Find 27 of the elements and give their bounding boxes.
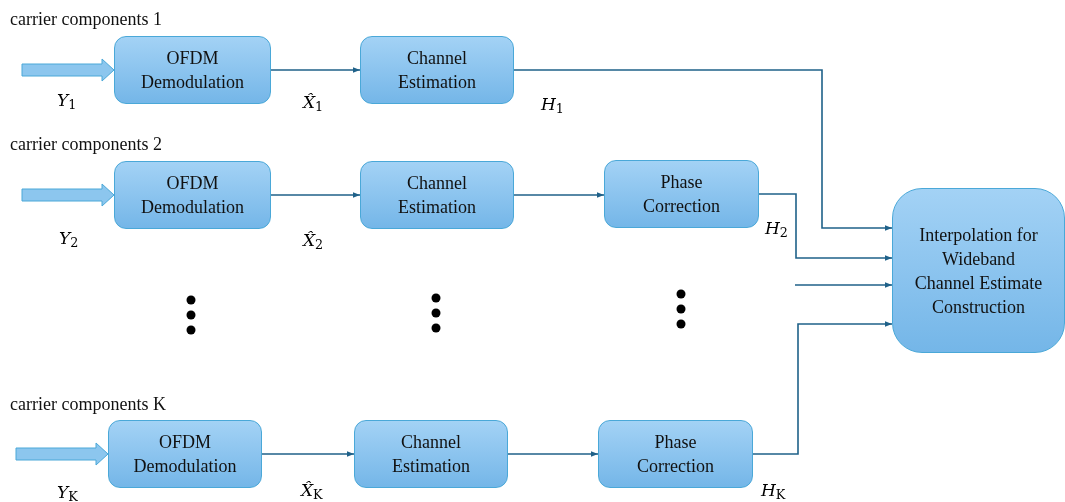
arrow [261,451,355,457]
process-box: Phase Correction [598,420,753,488]
arrow [513,69,893,231]
edge-label: X̂$_{K}$ [300,480,324,500]
block-arrow [21,58,115,82]
process-box: OFDM Demodulation [114,161,271,229]
process-box: OFDM Demodulation [114,36,271,104]
process-box: Channel Estimation [360,36,514,104]
edge-label: X̂$_{1}$ [302,92,325,112]
arrow [758,193,893,261]
process-box: OFDM Demodulation [108,420,262,488]
arrow [513,192,605,198]
process-box: Channel Estimation [360,161,514,229]
process-box: Channel Estimation [354,420,508,488]
process-box: Interpolation for Wideband Channel Estimate Construction [892,188,1065,353]
block-arrow [15,442,109,466]
block-arrow [21,183,115,207]
arrow [270,67,361,73]
process-box: Phase Correction [604,160,759,228]
row-title: carrier components 2 [10,133,162,155]
arrow [794,282,893,288]
row-title: carrier components K [10,393,166,415]
arrow [507,451,599,457]
arrow [752,321,893,455]
row-title: carrier components 1 [10,8,162,30]
edge-label: X̂$_{2}$ [302,230,325,250]
arrow [270,192,361,198]
